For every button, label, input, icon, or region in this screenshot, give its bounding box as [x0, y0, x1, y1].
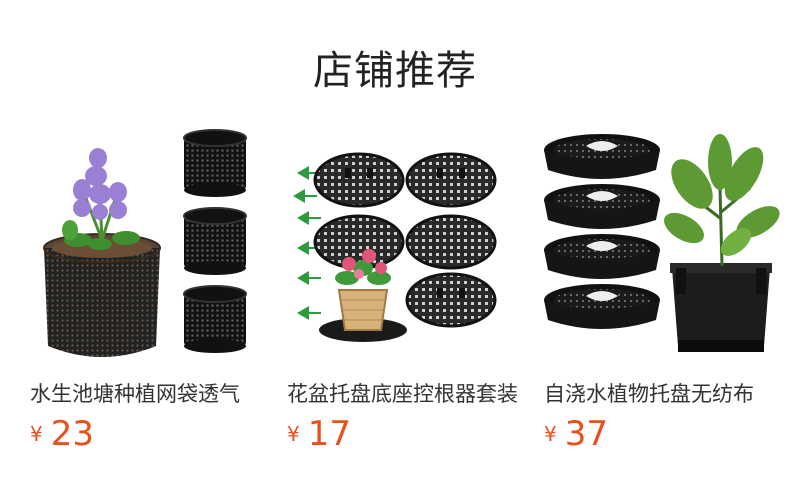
price-value: 17	[307, 414, 351, 454]
pond-planter-basket-icon[interactable]	[30, 118, 270, 366]
currency-symbol: ¥	[544, 422, 557, 446]
section-title: 店铺推荐	[313, 48, 477, 94]
product-name[interactable]: 自浇水植物托盘无纺布	[544, 382, 754, 406]
product-card[interactable]: 水生池塘种植网袋透气 ¥23	[30, 118, 270, 458]
currency-symbol: ¥	[30, 422, 43, 446]
product-price: ¥17	[287, 414, 351, 454]
product-price: ¥37	[544, 414, 608, 454]
product-name[interactable]: 水生池塘种植网袋透气	[30, 382, 240, 406]
product-name[interactable]: 花盆托盘底座控根器套装	[287, 382, 518, 406]
self-watering-tray-icon[interactable]	[544, 118, 784, 366]
product-card[interactable]: 花盆托盘底座控根器套装 ¥17	[287, 118, 527, 458]
product-card[interactable]: 自浇水植物托盘无纺布 ¥37	[544, 118, 784, 458]
flower-pot-tray-icon[interactable]	[287, 118, 527, 366]
price-value: 37	[564, 414, 608, 454]
currency-symbol: ¥	[287, 422, 300, 446]
price-value: 23	[50, 414, 94, 454]
product-price: ¥23	[30, 414, 94, 454]
